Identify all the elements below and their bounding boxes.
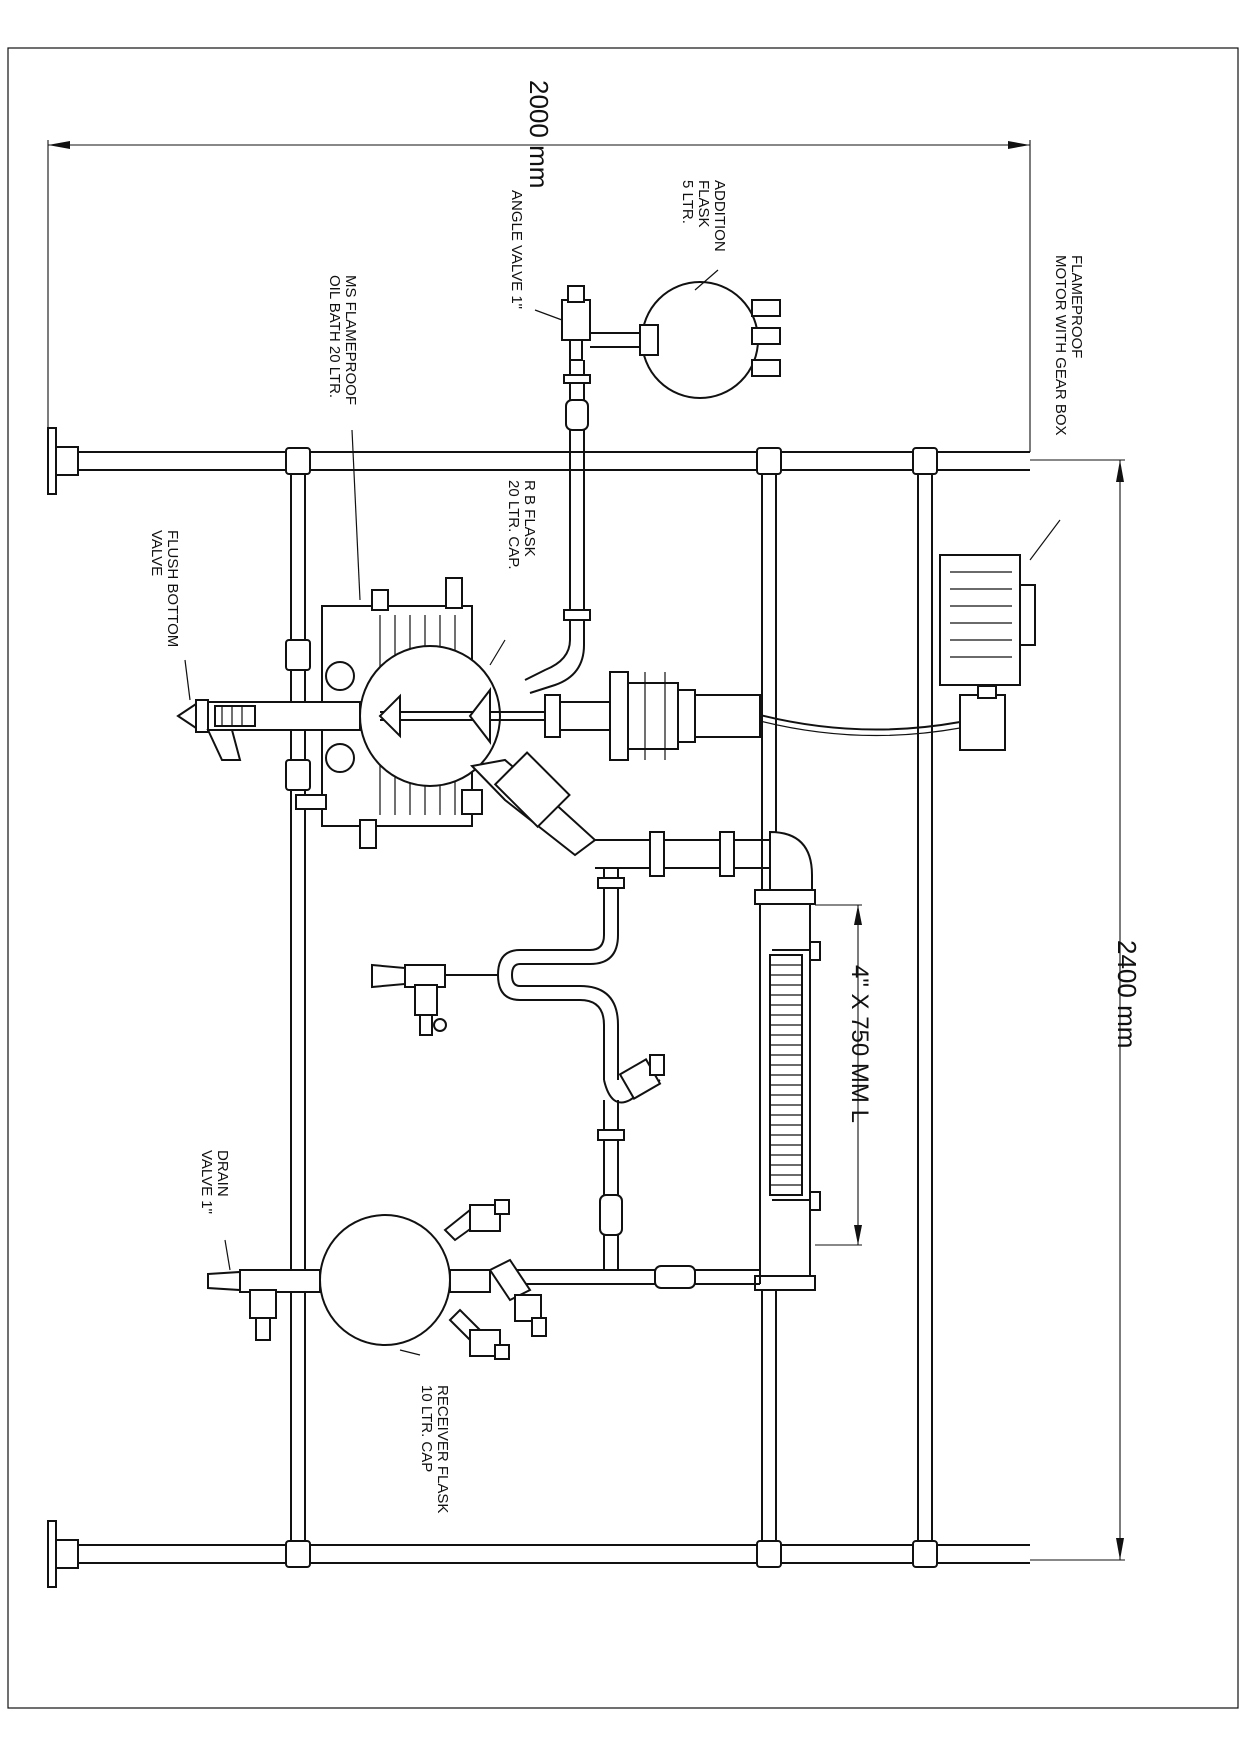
flush-valve-line1: FLUSH BOTTOM bbox=[164, 530, 181, 647]
width-dimension-label: 2000 mm bbox=[524, 80, 554, 188]
rb-flask-line2: 20 LTR. CAP. bbox=[505, 480, 522, 570]
label-motor: FLAMEPROOF MOTOR WITH GEAR BOX bbox=[1052, 255, 1085, 436]
addition-flask bbox=[590, 281, 781, 399]
oil-bath-line1: MS FLAMEPROOF bbox=[342, 275, 359, 405]
frame-structure bbox=[47, 427, 1030, 1588]
drain-valve-line2: VALVE 1" bbox=[198, 1150, 215, 1214]
rb-flask bbox=[359, 645, 545, 787]
reflux-valve-upper bbox=[371, 963, 447, 1036]
label-flush-valve: FLUSH BOTTOM VALVE bbox=[148, 530, 181, 647]
label-addition-flask: ADDITION FLASK 5 LTR. bbox=[679, 180, 728, 252]
height-dimension-label: 2400 mm bbox=[1112, 940, 1142, 1048]
condenser bbox=[754, 889, 821, 1291]
reflux-lines bbox=[440, 868, 761, 1289]
angle-valve bbox=[524, 285, 591, 694]
addition-flask-line2: FLASK bbox=[695, 180, 712, 228]
label-drain-valve: DRAIN VALVE 1" bbox=[198, 1150, 231, 1214]
label-receiver-flask: RECEIVER FLASK 10 LTR. CAP bbox=[418, 1385, 451, 1513]
flush-valve-line2: VALVE bbox=[148, 530, 165, 576]
motor-line2: MOTOR WITH GEAR BOX bbox=[1052, 255, 1069, 436]
oil-bath-line2: OIL BATH 20 LTR. bbox=[326, 275, 343, 398]
motor-gearbox bbox=[759, 554, 1036, 751]
rb-flask-line1: R B FLASK bbox=[521, 480, 538, 557]
drain-valve-line1: DRAIN bbox=[214, 1150, 231, 1197]
flush-bottom-valve bbox=[176, 699, 361, 761]
receiver-flask bbox=[207, 1199, 547, 1360]
dimension-2400 bbox=[1030, 459, 1125, 1561]
label-angle-valve: ANGLE VALVE 1" bbox=[508, 190, 525, 309]
label-oil-bath: MS FLAMEPROOF OIL BATH 20 LTR. bbox=[326, 275, 359, 405]
stirrer-assembly bbox=[378, 671, 761, 761]
vapour-line bbox=[469, 751, 813, 891]
condenser-dimension bbox=[815, 904, 862, 1246]
addition-flask-line1: ADDITION bbox=[711, 180, 728, 252]
addition-flask-line3: 5 LTR. bbox=[679, 180, 696, 224]
drawing-border bbox=[7, 47, 1239, 1709]
receiver-flask-line1: RECEIVER FLASK bbox=[434, 1385, 451, 1513]
reflux-valve-middle bbox=[603, 1054, 665, 1104]
receiver-flask-line2: 10 LTR. CAP bbox=[418, 1385, 435, 1472]
label-rb-flask: R B FLASK 20 LTR. CAP. bbox=[505, 480, 538, 570]
leader-lines bbox=[184, 269, 1061, 1356]
dimension-2000 bbox=[47, 140, 1031, 452]
motor-line1: FLAMEPROOF bbox=[1068, 255, 1085, 358]
condenser-dimension-label: 4" X 750 MM L bbox=[846, 965, 873, 1123]
